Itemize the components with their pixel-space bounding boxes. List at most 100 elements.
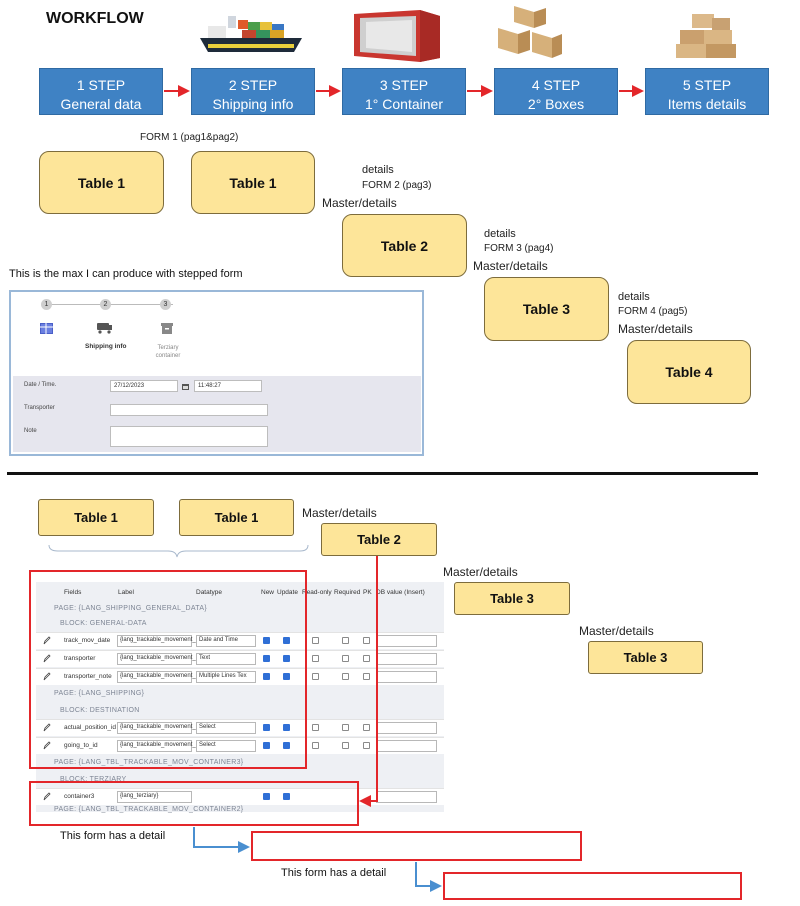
field-name: track_mov_date bbox=[64, 637, 111, 644]
pencil-icon[interactable] bbox=[43, 741, 51, 750]
archive-icon[interactable] bbox=[161, 323, 173, 335]
table-row[interactable]: track_mov_date {lang_trackable_movement_… bbox=[36, 632, 444, 649]
new-checkbox[interactable] bbox=[263, 673, 270, 680]
has-detail-note: This form has a detail bbox=[60, 830, 166, 842]
section-divider bbox=[7, 472, 758, 475]
datatype-select[interactable]: Select bbox=[196, 740, 256, 752]
update-checkbox[interactable] bbox=[283, 724, 290, 731]
datatype-select[interactable]: Date and Time bbox=[196, 635, 256, 647]
required-checkbox[interactable] bbox=[342, 742, 349, 749]
table-2-box: Table 2 bbox=[321, 523, 437, 556]
master-details-label: Master/details bbox=[302, 506, 377, 520]
table-2-box: Table 2 bbox=[342, 214, 467, 277]
label-input[interactable]: {lang_terziary} bbox=[117, 791, 192, 803]
detail-box-1 bbox=[251, 831, 582, 861]
readonly-checkbox[interactable] bbox=[312, 724, 319, 731]
new-checkbox[interactable] bbox=[263, 724, 270, 731]
truck-icon[interactable] bbox=[97, 322, 113, 334]
page-header: PAGE: {LANG_SHIPPING} bbox=[54, 690, 145, 697]
new-checkbox[interactable] bbox=[263, 793, 270, 800]
brace-bracket bbox=[48, 544, 309, 558]
required-checkbox[interactable] bbox=[342, 673, 349, 680]
readonly-checkbox[interactable] bbox=[312, 742, 319, 749]
pencil-icon[interactable] bbox=[43, 792, 51, 801]
master-details-label: Master/details bbox=[443, 565, 518, 579]
pk-checkbox[interactable] bbox=[363, 637, 370, 644]
pk-checkbox[interactable] bbox=[363, 673, 370, 680]
datatype-select[interactable]: Select bbox=[196, 722, 256, 734]
step-label-tertiary: Terziary container bbox=[153, 344, 183, 360]
new-checkbox[interactable] bbox=[263, 655, 270, 662]
date-input[interactable]: 27/12/2023 bbox=[110, 380, 178, 392]
master-details-label: Master/details bbox=[473, 259, 548, 273]
label-input[interactable]: {lang_trackable_movement_ bbox=[117, 740, 196, 752]
table-row[interactable]: going_to_id {lang_trackable_movement_ Se… bbox=[36, 737, 444, 754]
pk-checkbox[interactable] bbox=[363, 655, 370, 662]
update-checkbox[interactable] bbox=[283, 655, 290, 662]
pencil-icon[interactable] bbox=[43, 672, 51, 681]
table-row[interactable]: container3 {lang_terziary} bbox=[36, 788, 444, 805]
required-checkbox[interactable] bbox=[342, 637, 349, 644]
table-row[interactable]: transporter_note {lang_trackable_movemen… bbox=[36, 668, 444, 685]
datatype-select[interactable]: Multiple Lines Tex bbox=[196, 671, 256, 683]
pk-checkbox[interactable] bbox=[363, 724, 370, 731]
label-input[interactable]: {lang_trackable_movement_ bbox=[117, 635, 196, 647]
table-row[interactable]: actual_position_id {lang_trackable_movem… bbox=[36, 719, 444, 736]
step-dot-1[interactable]: 1 bbox=[41, 299, 52, 310]
table-3-box: Table 3 bbox=[588, 641, 703, 674]
block-header: BLOCK: GENERAL-DATA bbox=[60, 620, 147, 627]
arrow-right-icon bbox=[415, 862, 442, 892]
step-3-box: 3 STEP 1° Container bbox=[342, 68, 466, 115]
label-input[interactable]: {lang_trackable_movement_ bbox=[117, 722, 196, 734]
update-checkbox[interactable] bbox=[283, 742, 290, 749]
calendar-icon[interactable] bbox=[182, 383, 189, 390]
datatype-select[interactable]: Text bbox=[196, 653, 256, 665]
note-textarea[interactable] bbox=[110, 426, 268, 447]
details-label: details bbox=[484, 228, 516, 240]
new-checkbox[interactable] bbox=[263, 637, 270, 644]
required-checkbox[interactable] bbox=[342, 655, 349, 662]
readonly-checkbox[interactable] bbox=[312, 673, 319, 680]
workflow-title: WORKFLOW bbox=[46, 10, 144, 27]
step-label-tertiary-2: container bbox=[155, 353, 181, 359]
field-name: transporter bbox=[64, 655, 96, 662]
table-4-box: Table 4 bbox=[627, 340, 751, 404]
stepped-form-caption: This is the max I can produce with stepp… bbox=[9, 268, 243, 280]
transporter-input[interactable] bbox=[110, 404, 268, 416]
pencil-icon[interactable] bbox=[43, 636, 51, 645]
step-name: General data bbox=[60, 96, 142, 112]
shipping-container-icon bbox=[354, 10, 440, 62]
label-input[interactable]: {lang_trackable_movement_ bbox=[117, 653, 196, 665]
step-dot-2[interactable]: 2 bbox=[100, 299, 111, 310]
col-label: Label bbox=[118, 589, 134, 596]
table-icon[interactable] bbox=[40, 323, 53, 334]
col-new: New bbox=[261, 589, 275, 596]
new-checkbox[interactable] bbox=[263, 742, 270, 749]
pk-checkbox[interactable] bbox=[363, 742, 370, 749]
table-1-box: Table 1 bbox=[38, 499, 154, 536]
highlight-box-table2 bbox=[29, 781, 359, 826]
step-number: 3 STEP bbox=[379, 77, 429, 93]
page-header: PAGE: {LANG_SHIPPING_GENERAL_DATA} bbox=[54, 605, 207, 612]
update-checkbox[interactable] bbox=[283, 673, 290, 680]
page-header: PAGE: {LANG_TBL_TRACKABLE_MOV_CONTAINER2… bbox=[54, 806, 244, 813]
update-checkbox[interactable] bbox=[283, 793, 290, 800]
step-2-box: 2 STEP Shipping info bbox=[191, 68, 315, 115]
required-checkbox[interactable] bbox=[342, 724, 349, 731]
date-label: Date / Time. bbox=[24, 382, 57, 388]
readonly-checkbox[interactable] bbox=[312, 655, 319, 662]
step-dot-3[interactable]: 3 bbox=[160, 299, 171, 310]
readonly-checkbox[interactable] bbox=[312, 637, 319, 644]
pencil-icon[interactable] bbox=[43, 723, 51, 732]
boxes-icon bbox=[498, 6, 562, 58]
details-label: details bbox=[618, 291, 650, 303]
table-row[interactable]: transporter {lang_trackable_movement_ Te… bbox=[36, 650, 444, 667]
col-fields: Fields bbox=[64, 589, 82, 596]
pencil-icon[interactable] bbox=[43, 654, 51, 663]
update-checkbox[interactable] bbox=[283, 637, 290, 644]
col-readonly: Read-only bbox=[302, 589, 332, 596]
time-input[interactable]: 11:48:27 bbox=[194, 380, 262, 392]
field-name: transporter_note bbox=[64, 673, 112, 680]
label-input[interactable]: {lang_trackable_movement_ bbox=[117, 671, 196, 683]
